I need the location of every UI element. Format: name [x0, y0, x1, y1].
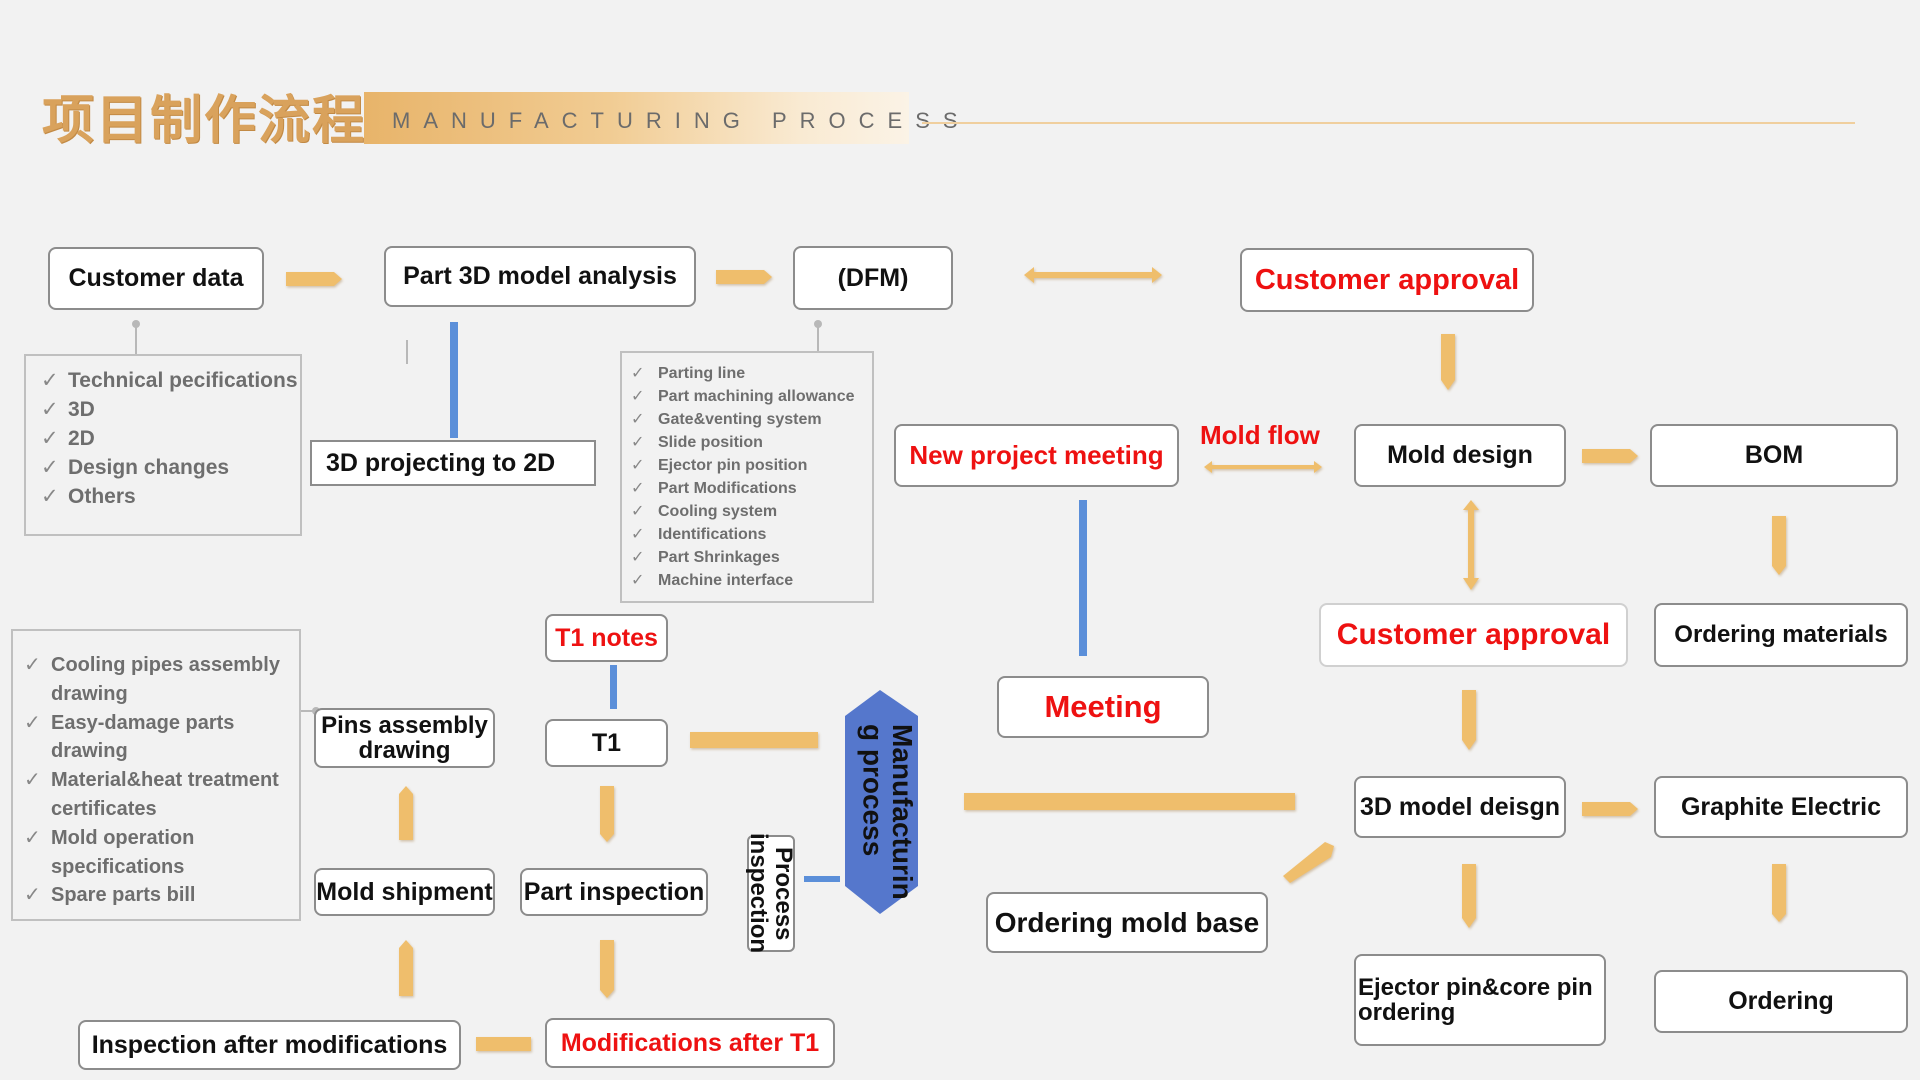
- arrow-down: [600, 940, 614, 998]
- list-item: Mold operation specifications: [24, 824, 299, 882]
- list-item: 3D: [41, 395, 300, 424]
- customer-approval-mid-node: Customer approval: [1319, 603, 1628, 667]
- pins-assembly-node: Pins assembly drawing: [314, 708, 495, 768]
- arrow-left: [690, 732, 818, 748]
- arrow-down: [1441, 334, 1455, 390]
- manufacturing-process-label: Manufacturing process: [857, 724, 917, 900]
- arrow-right: [286, 272, 342, 286]
- arrow-right: [1582, 802, 1638, 816]
- mold-flow-label: Mold flow: [1200, 420, 1320, 450]
- arrow-down: [1772, 516, 1786, 575]
- list-item: Spare parts bill: [24, 881, 299, 910]
- arrow-down: [600, 786, 614, 842]
- part-3d-analysis-node: Part 3D model analysis: [384, 246, 696, 307]
- customer-data-node: Customer data: [48, 247, 264, 310]
- header-divider: [922, 122, 1855, 124]
- list-item: Part Shrinkages: [631, 546, 872, 569]
- list-item: Design changes: [41, 453, 300, 482]
- delivery-documents-list: Cooling pipes assembly drawing Easy-dama…: [11, 629, 301, 921]
- part-inspection-node: Part inspection: [520, 868, 708, 916]
- arrow-diagonal: [1283, 842, 1334, 883]
- arrow-double-horizontal: [1024, 267, 1162, 283]
- arrow-right: [716, 270, 772, 284]
- list-item: Easy-damage parts drawing: [24, 709, 299, 767]
- list-item: Parting line: [631, 362, 872, 385]
- header-band: [364, 92, 909, 144]
- projecting-3d-2d-node: 3D projecting to 2D: [310, 440, 596, 486]
- arrow-up: [399, 786, 413, 840]
- arrow-double-vertical: [1463, 500, 1479, 590]
- new-project-meeting-node: New project meeting: [894, 424, 1179, 487]
- dfm-list: Parting line Part machining allowance Ga…: [620, 351, 874, 603]
- inspection-after-modifications-node: Inspection after modifications: [78, 1020, 461, 1070]
- ordering-materials-node: Ordering materials: [1654, 603, 1908, 667]
- t1-node: T1: [545, 719, 668, 767]
- dfm-node: (DFM): [793, 246, 953, 310]
- customer-approval-top-node: Customer approval: [1240, 248, 1534, 312]
- bom-node: BOM: [1650, 424, 1898, 487]
- list-item: Part Modifications: [631, 477, 872, 500]
- meeting-node: Meeting: [997, 676, 1209, 738]
- list-item: Ejector pin position: [631, 454, 872, 477]
- t1-notes-node: T1 notes: [545, 614, 668, 662]
- manufacturing-hexagon: [845, 690, 918, 914]
- customer-data-list: Technical pecifications 3D 2D Design cha…: [24, 354, 302, 536]
- list-item: Cooling system: [631, 500, 872, 523]
- arrow-right: [1582, 449, 1638, 463]
- arrow-up: [399, 940, 413, 996]
- list-item: Machine interface: [631, 569, 872, 592]
- ordering-mold-base-node: Ordering mold base: [986, 892, 1268, 953]
- list-item: Part machining allowance: [631, 385, 872, 408]
- list-item: Identifications: [631, 523, 872, 546]
- mold-shipment-node: Mold shipment: [314, 868, 495, 916]
- process-inspection-label: Process inspection: [745, 833, 798, 954]
- arrow-left: [476, 1037, 531, 1051]
- arrow-down: [1772, 864, 1786, 922]
- arrow-down: [1462, 690, 1476, 750]
- list-item: Gate&venting system: [631, 408, 872, 431]
- connector-line: [804, 876, 840, 882]
- connector-line: [450, 322, 458, 438]
- page-title-cn: 项目制作流程: [42, 91, 367, 151]
- graphite-electric-node: Graphite Electric: [1654, 776, 1908, 838]
- 3d-model-design-node: 3D model deisgn: [1354, 776, 1566, 838]
- list-item: 2D: [41, 424, 300, 453]
- connector-line: [1079, 500, 1087, 656]
- process-inspection-node: Process inspection: [745, 833, 797, 953]
- arrow-double-horizontal: [1204, 461, 1322, 473]
- list-item: Material&heat treatment certificates: [24, 766, 299, 824]
- list-item: Cooling pipes assembly drawing: [24, 651, 299, 709]
- page-title-en: MANUFACTURING PROCESS: [392, 108, 971, 133]
- list-item: Technical pecifications: [41, 366, 300, 395]
- modifications-after-t1-node: Modifications after T1: [545, 1018, 835, 1068]
- arrow-down: [1462, 864, 1476, 928]
- connector-line: [610, 665, 617, 709]
- list-item: Others: [41, 482, 300, 511]
- ordering-node: Ordering: [1654, 970, 1908, 1033]
- arrow-left: [964, 793, 1295, 810]
- mold-design-node: Mold design: [1354, 424, 1566, 487]
- ejector-pin-node: Ejector pin&core pin ordering: [1354, 954, 1606, 1046]
- list-item: Slide position: [631, 431, 872, 454]
